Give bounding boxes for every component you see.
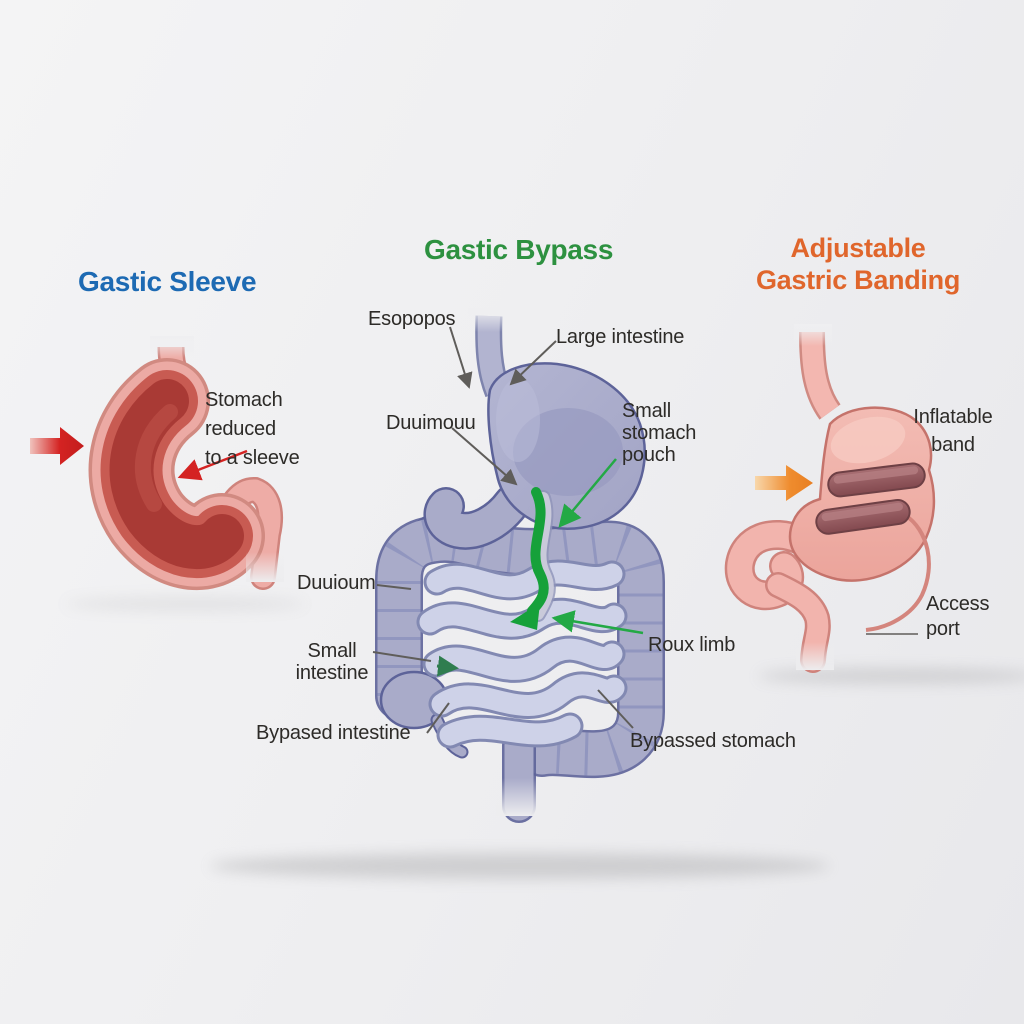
bypass-leader-lines xyxy=(372,326,644,734)
label-stomach-reduced: Stomach reduced to a sleeve xyxy=(205,389,300,469)
label-duodenum: Duuioum xyxy=(297,572,376,594)
banding-direction-arrow-icon xyxy=(755,465,813,501)
label-inflatable-band: Inflatable band xyxy=(913,406,993,456)
ground-shadows xyxy=(65,597,1024,879)
label-esophagus: Esopopos xyxy=(368,308,456,330)
sleeve-direction-arrow-icon xyxy=(30,427,84,465)
gastric-sleeve-figure xyxy=(30,336,284,591)
band-catheter-tube xyxy=(865,513,931,632)
title-gastric-sleeve: Gastic Sleeve xyxy=(78,266,257,297)
gastric-bypass-figure xyxy=(372,308,665,823)
sleeve-annotation-arrow xyxy=(177,449,248,481)
label-roux-limb: Roux limb xyxy=(648,634,736,656)
label-bypassed-stomach: Bypassed stomach xyxy=(630,730,796,752)
inflatable-band xyxy=(815,462,926,535)
title-gastric-bypass: Gastic Bypass xyxy=(424,234,614,265)
label-small-stomach-pouch: Small stomach pouch xyxy=(622,400,697,466)
label-small-intestine: Small intestine xyxy=(295,640,369,684)
label-duodenum-upper: Duuimouu xyxy=(386,412,476,434)
label-large-intestine: Large intestine xyxy=(556,326,685,348)
gastric-banding-figure xyxy=(724,324,936,673)
small-intestine-coils xyxy=(416,559,628,749)
food-path-arrow-icon xyxy=(510,487,549,630)
sleeve-stomach xyxy=(88,358,265,591)
label-access-port: Access port xyxy=(926,593,990,640)
title-gastric-banding: Adjustable Gastric Banding xyxy=(755,233,961,295)
bypass-stomach xyxy=(487,362,646,530)
label-bypassed-intestine: Bypased intestine xyxy=(256,722,411,744)
